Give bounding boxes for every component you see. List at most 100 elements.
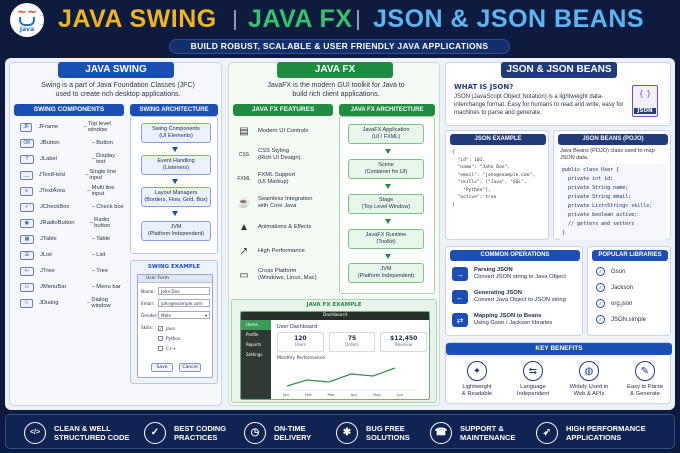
chevron-down-icon: ▾	[204, 313, 207, 318]
component-desc: Menu bar	[96, 284, 121, 290]
json-beans-title: JSON BEANS (POJO)	[558, 134, 668, 145]
dashboard-nav-item[interactable]: Profile	[246, 332, 259, 337]
gender-select[interactable]: Male▾	[158, 311, 210, 319]
braces-glyph: { }	[638, 89, 652, 98]
email-field[interactable]: john@example.com	[158, 299, 210, 307]
arrow-down-icon	[385, 149, 391, 154]
jdialog-icon: □	[20, 298, 34, 308]
jlabel-icon: T	[20, 154, 34, 164]
swing-component-row: □JDialog– Dialog window	[14, 297, 126, 309]
footer-icon: ✱	[336, 421, 358, 444]
swing-component-row: ◉JRadioButton– Radio button	[14, 217, 126, 229]
skill-checkbox[interactable]: Python	[158, 333, 210, 343]
dash-glyph: –	[89, 220, 94, 226]
skill-checkbox[interactable]: C++	[158, 343, 210, 353]
jbutton-icon: OK	[20, 138, 34, 148]
fx-example-title: JAVA FX EXAMPLE	[306, 302, 362, 308]
component-desc: Button	[96, 140, 113, 146]
jtree-icon: ⊢	[20, 266, 34, 276]
swing-example: SWING EXAMPLE User Form Name: John Doe E…	[130, 260, 218, 384]
name-field[interactable]: John Doe	[158, 287, 210, 295]
footer-icon: ☎	[430, 421, 452, 444]
swing-component-row: ▭JMenuBar– Menu bar	[14, 281, 126, 293]
skill-label: Java	[166, 325, 175, 331]
title-json-beans: JSON & JSON BEANS	[373, 5, 645, 33]
fx-feature-item: ▲Animations & Effects	[237, 216, 333, 238]
bean-code-line: private String email;	[562, 194, 632, 200]
fx-arch-step: JavaFX Application (UI / FXML)	[348, 124, 424, 144]
popular-libraries-card: POPULAR LIBRARIES ✓Gson✓Jackson✓org.json…	[587, 246, 671, 336]
common-operations-title: COMMON OPERATIONS	[450, 250, 580, 261]
component-desc: Check box	[96, 204, 124, 210]
library-item: ✓Gson	[596, 265, 625, 278]
stat-value: 120	[294, 335, 307, 342]
dashboard-nav-item[interactable]: Settings	[246, 352, 263, 357]
dash-glyph: –	[92, 140, 96, 146]
operation-title: Parsing JSON	[474, 267, 513, 273]
subtitle-banner: BUILD ROBUST, SCALABLE & USER FRIENDLY J…	[169, 39, 510, 54]
dashboard-nav-item[interactable]: Home	[241, 320, 271, 330]
dashboard-nav-item[interactable]: Reports	[246, 342, 262, 347]
operation-desc: Convert JSON string to Java Object	[474, 274, 566, 280]
key-benefits-card: KEY BENEFITS ✦Lightweight & Readable⇆Lan…	[445, 342, 672, 405]
benefits-list: ✦Lightweight & Readable⇆Language Indepen…	[446, 343, 672, 405]
json-beans-card: JSON BEANS (POJO) Java Beans (POJO) clas…	[553, 130, 671, 240]
bean-code-line: }	[562, 230, 566, 236]
json-code-line: }	[452, 202, 455, 208]
operation-icon: →	[452, 267, 468, 281]
fx-architecture: JavaFX Application (UI / FXML)Scene (Con…	[339, 116, 435, 294]
bean-code-line: private int id;	[562, 176, 614, 182]
footer-feature: </>CLEAN & WELL STRUCTURED CODE	[24, 415, 129, 450]
component-name: JTree	[40, 268, 55, 274]
fx-feature-icon: CSS	[238, 151, 250, 158]
fx-feature-icon: ▲	[239, 221, 249, 233]
stat-label: Orders	[345, 342, 359, 347]
arrow-down-icon	[172, 147, 178, 152]
java-logo-icon: ~~ Java	[10, 3, 44, 37]
check-circle-icon: ✓	[596, 299, 605, 308]
checkbox-icon: ✓	[158, 325, 163, 331]
dash-glyph: –	[91, 156, 96, 162]
cancel-button[interactable]: Cancel	[179, 363, 201, 372]
swing-architecture-title: SWING ARCHITECTURE	[130, 104, 218, 116]
email-label: Email:	[141, 301, 155, 306]
benefit-item: ✎Easy to Parse & Generate	[618, 361, 672, 398]
check-circle-icon: ✓	[596, 267, 605, 276]
swing-component-row: ≡JTextArea– Multi line input	[14, 185, 126, 197]
fx-feature-text: Cross Platform (Windows, Linux, Mac)	[258, 268, 317, 281]
dash-glyph: –	[92, 204, 96, 210]
name-label: Name:	[141, 289, 155, 294]
footer-bar: </>CLEAN & WELL STRUCTURED CODE ✓BEST COD…	[5, 414, 675, 449]
fx-feature-icon: ☕	[237, 197, 251, 209]
what-is-json-text: JSON (JavaScript Object Notation) is a l…	[454, 94, 624, 116]
swing-intro: Swing is a part of Java Foundation Class…	[41, 82, 195, 98]
what-is-json-card: JSON & JSON BEANS WHAT IS JSON? JSON (Ja…	[445, 62, 671, 126]
component-desc: Tree	[96, 268, 108, 274]
component-desc: Multi line input	[91, 185, 115, 197]
footer-feature: ◷ON-TIME DELIVERY	[244, 415, 311, 450]
skill-checkbox[interactable]: ✓Java	[158, 323, 210, 333]
fx-title: JAVA FX	[277, 62, 393, 78]
user-form-window: User Form Name: John Doe Email: john@exa…	[137, 274, 213, 378]
json-code-line: "Python"],	[452, 187, 491, 193]
footer-feature: ✓BEST CODING PRACTICES	[144, 415, 226, 450]
save-button[interactable]: Save	[151, 363, 173, 372]
operation-icon: ⇄	[452, 313, 468, 327]
jlist-icon: ☰	[20, 250, 34, 260]
benefit-text: Lightweight & Readable	[461, 384, 493, 397]
check-circle-icon: ✓	[596, 315, 605, 324]
fx-feature-icon: ▭	[239, 269, 249, 281]
fx-architecture-title: JAVA FX ARCHITECTURE	[339, 104, 435, 116]
operation-desc: Convert Java Object to JSON string	[474, 297, 566, 303]
skill-label: C++	[166, 345, 176, 351]
title-java-fx: JAVA FX	[248, 5, 353, 33]
